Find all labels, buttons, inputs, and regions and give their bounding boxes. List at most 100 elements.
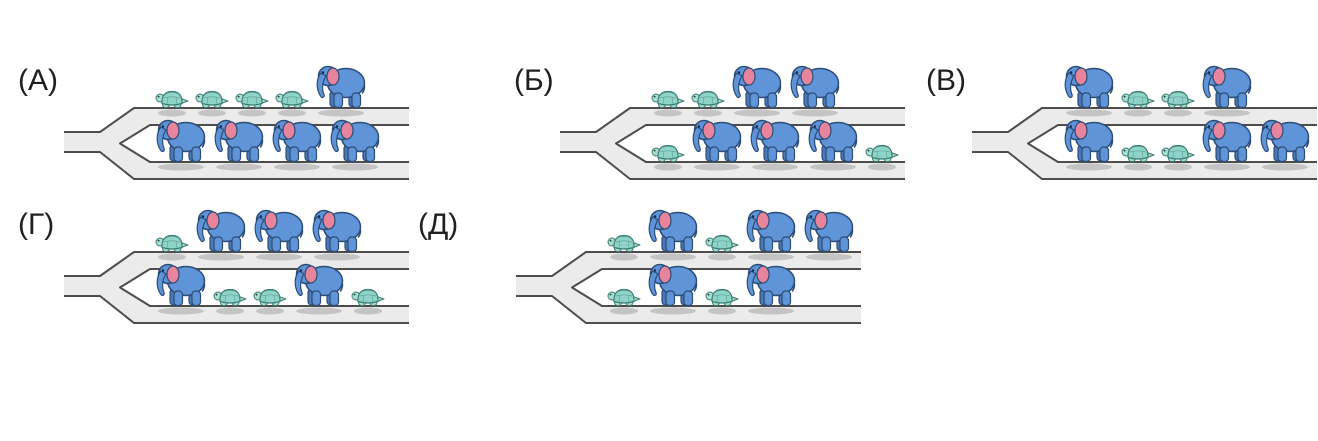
- turtle-icon: [705, 234, 739, 252]
- animal-shadow: [296, 307, 342, 315]
- fork-svg-g: [64, 209, 409, 324]
- turtle-icon: [1121, 144, 1155, 162]
- elephant-icon: [294, 263, 344, 306]
- animal-shadow: [278, 109, 306, 117]
- turtle-icon: [705, 288, 739, 306]
- elephant-icon: [312, 209, 362, 252]
- animal-shadow: [256, 253, 302, 261]
- turtle-icon: [275, 90, 309, 108]
- elephant-icon: [746, 263, 796, 306]
- option-panel-d: (Д): [418, 206, 861, 328]
- elephant-icon: [804, 209, 854, 252]
- elephant-icon: [648, 263, 698, 306]
- elephant-icon: [254, 209, 304, 252]
- turtle-icon: [235, 90, 269, 108]
- elephant-icon: [1064, 119, 1114, 162]
- animal-shadow: [256, 307, 284, 315]
- elephant-icon: [1202, 119, 1252, 162]
- turtle-icon: [865, 144, 899, 162]
- animal-shadow: [650, 307, 696, 315]
- elephant-icon: [1260, 119, 1310, 162]
- turtle-icon: [1161, 144, 1195, 162]
- elephant-icon: [692, 119, 742, 162]
- turtle-icon: [607, 288, 641, 306]
- animal-shadow: [650, 253, 696, 261]
- option-panel-v: (В): [926, 62, 1317, 184]
- animal-shadow: [1124, 163, 1152, 171]
- animal-shadow: [752, 163, 798, 171]
- animal-shadow: [198, 253, 244, 261]
- turtle-icon: [195, 90, 229, 108]
- animal-shadow: [734, 109, 780, 117]
- animal-shadow: [1124, 109, 1152, 117]
- animal-shadow: [654, 163, 682, 171]
- turtle-icon: [351, 288, 385, 306]
- elephant-icon: [648, 209, 698, 252]
- animal-shadow: [708, 253, 736, 261]
- option-label-d: (Д): [418, 208, 459, 241]
- elephant-icon: [790, 65, 840, 108]
- animal-shadow: [1204, 163, 1250, 171]
- animal-shadow: [792, 109, 838, 117]
- turtle-icon: [1161, 90, 1195, 108]
- fork-road-diagram-b: [560, 62, 905, 184]
- animal-shadow: [216, 163, 262, 171]
- animal-shadow: [354, 307, 382, 315]
- option-label-b: (Б): [514, 64, 554, 97]
- animal-shadow: [806, 253, 852, 261]
- fork-road-diagram-v: [972, 62, 1317, 184]
- elephant-icon: [1202, 65, 1252, 108]
- turtle-icon: [607, 234, 641, 252]
- animal-shadow: [216, 307, 244, 315]
- elephant-icon: [272, 119, 322, 162]
- elephant-icon: [156, 119, 206, 162]
- fork-road-diagram-a: [64, 62, 409, 184]
- animal-shadow: [158, 163, 204, 171]
- elephant-icon: [732, 65, 782, 108]
- animal-shadow: [748, 253, 794, 261]
- animal-shadow: [1164, 109, 1192, 117]
- animal-shadow: [694, 109, 722, 117]
- elephant-icon: [316, 65, 366, 108]
- animal-shadow: [810, 163, 856, 171]
- animal-shadow: [610, 307, 638, 315]
- fork-svg-b: [560, 65, 905, 180]
- elephant-icon: [746, 209, 796, 252]
- elephant-icon: [330, 119, 380, 162]
- option-label-a: (А): [18, 64, 58, 97]
- turtle-icon: [651, 90, 685, 108]
- fork-svg-v: [972, 65, 1317, 180]
- turtle-icon: [1121, 90, 1155, 108]
- turtle-icon: [213, 288, 247, 306]
- animal-shadow: [238, 109, 266, 117]
- option-panel-g: (Г): [18, 206, 409, 328]
- turtle-icon: [155, 90, 189, 108]
- animal-shadow: [198, 109, 226, 117]
- option-label-g: (Г): [18, 208, 55, 241]
- option-panel-a: (А): [18, 62, 409, 184]
- animal-shadow: [274, 163, 320, 171]
- elephant-icon: [156, 263, 206, 306]
- animal-shadow: [1164, 163, 1192, 171]
- animal-shadow: [654, 109, 682, 117]
- animal-shadow: [158, 307, 204, 315]
- elephant-icon: [214, 119, 264, 162]
- turtle-icon: [155, 234, 189, 252]
- animal-shadow: [1066, 109, 1112, 117]
- animal-shadow: [332, 163, 378, 171]
- option-label-v: (В): [926, 64, 966, 97]
- animal-shadow: [314, 253, 360, 261]
- fork-svg-a: [64, 65, 409, 180]
- elephant-icon: [196, 209, 246, 252]
- fork-road-diagram-g: [64, 206, 409, 328]
- elephant-icon: [750, 119, 800, 162]
- animal-shadow: [318, 109, 364, 117]
- elephant-icon: [1064, 65, 1114, 108]
- animal-shadow: [158, 109, 186, 117]
- fork-road-diagram-d: [516, 206, 861, 328]
- turtle-icon: [691, 90, 725, 108]
- turtle-icon: [253, 288, 287, 306]
- option-panel-b: (Б): [514, 62, 905, 184]
- turtle-icon: [651, 144, 685, 162]
- animal-shadow: [1262, 163, 1308, 171]
